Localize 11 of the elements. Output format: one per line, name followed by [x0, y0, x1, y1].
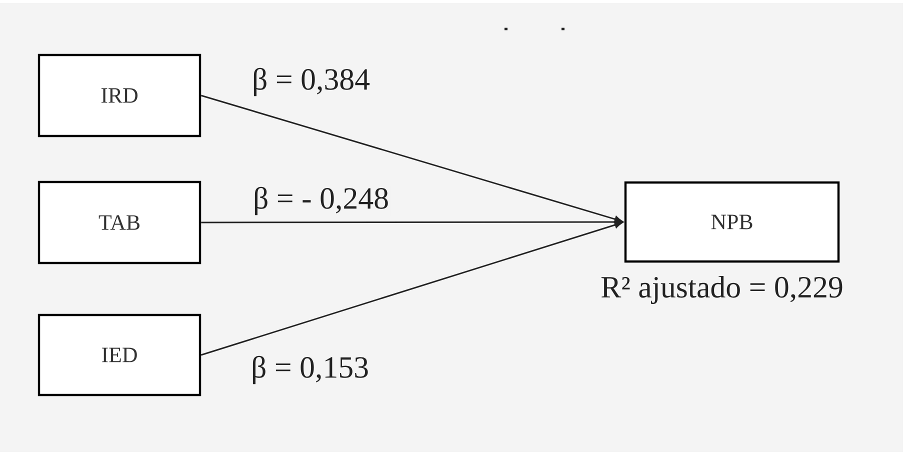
arrow	[200, 94, 622, 223]
variable-box: NPB	[624, 181, 840, 263]
edge-label: β = - 0,248	[252, 186, 390, 216]
edge-label: β = 0,384	[250, 66, 372, 98]
variable-box: TAB	[38, 180, 202, 264]
variable-box: IED	[38, 314, 202, 396]
caption-label: R² ajustado = 0,229	[601, 276, 842, 304]
arrow	[200, 221, 622, 356]
arrow	[201, 218, 622, 226]
variable-box: IRD	[38, 54, 202, 138]
edge-label: β = 0,153	[250, 354, 370, 386]
